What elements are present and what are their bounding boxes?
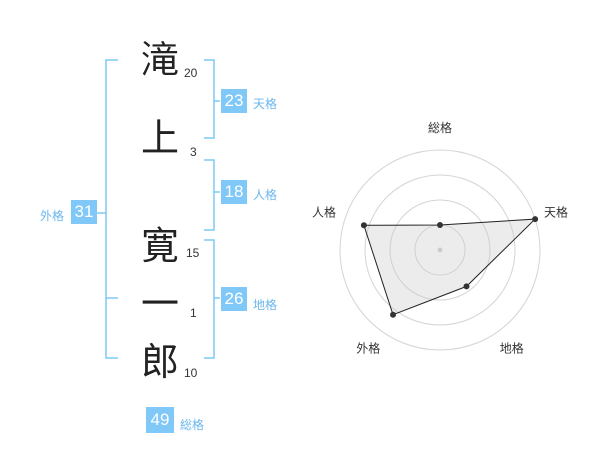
radar-axis-label-3: 外格 bbox=[356, 341, 380, 356]
radar-ring-2 bbox=[389, 199, 491, 301]
stroke-count-2: 3 bbox=[190, 145, 197, 159]
stroke-count-3: 15 bbox=[186, 246, 200, 260]
radar-point-3 bbox=[390, 311, 396, 318]
gaikaku-label: 外格 bbox=[40, 209, 65, 223]
jinkaku-bracket bbox=[204, 159, 215, 231]
name-char-1: 滝 bbox=[141, 38, 180, 82]
jinkaku-label: 人格 bbox=[253, 188, 278, 202]
radar-center-dot bbox=[437, 247, 443, 253]
radar-point-0 bbox=[437, 222, 443, 228]
radar-point-2 bbox=[463, 283, 470, 290]
tenkaku-label: 天格 bbox=[253, 97, 278, 111]
radar-point-4 bbox=[360, 222, 367, 229]
tenkaku-value: 23 bbox=[221, 89, 247, 113]
name-char-2: 上 bbox=[141, 116, 180, 160]
soukaku-label: 総格 bbox=[180, 418, 205, 432]
radar-axis-label-2: 地格 bbox=[500, 341, 524, 356]
jinkaku-value: 18 bbox=[221, 180, 247, 204]
chikaku-label: 地格 bbox=[253, 298, 278, 312]
gaikaku-value: 31 bbox=[71, 200, 97, 224]
soukaku-value: 49 bbox=[146, 407, 174, 433]
gaikaku-bracket bbox=[105, 59, 118, 359]
name-char-5: 郎 bbox=[141, 340, 180, 384]
radar-axis-label-1: 天格 bbox=[544, 204, 568, 219]
name-char-4: 一 bbox=[141, 282, 180, 326]
chikaku-bracket bbox=[204, 239, 215, 359]
stroke-count-4: 1 bbox=[190, 306, 197, 320]
tenkaku-bracket bbox=[204, 59, 215, 139]
stroke-count-5: 10 bbox=[184, 366, 198, 380]
radar-ring-4 bbox=[339, 149, 541, 351]
radar-axis-label-0: 総格 bbox=[428, 120, 452, 135]
name-char-3: 寛 bbox=[141, 224, 180, 268]
radar-point-1 bbox=[532, 216, 539, 223]
radar-axis-label-4: 人格 bbox=[312, 204, 336, 219]
radar-ring-3 bbox=[364, 174, 516, 326]
stroke-count-1: 20 bbox=[184, 66, 198, 80]
radar-area bbox=[363, 218, 537, 316]
chikaku-value: 26 bbox=[221, 287, 247, 311]
